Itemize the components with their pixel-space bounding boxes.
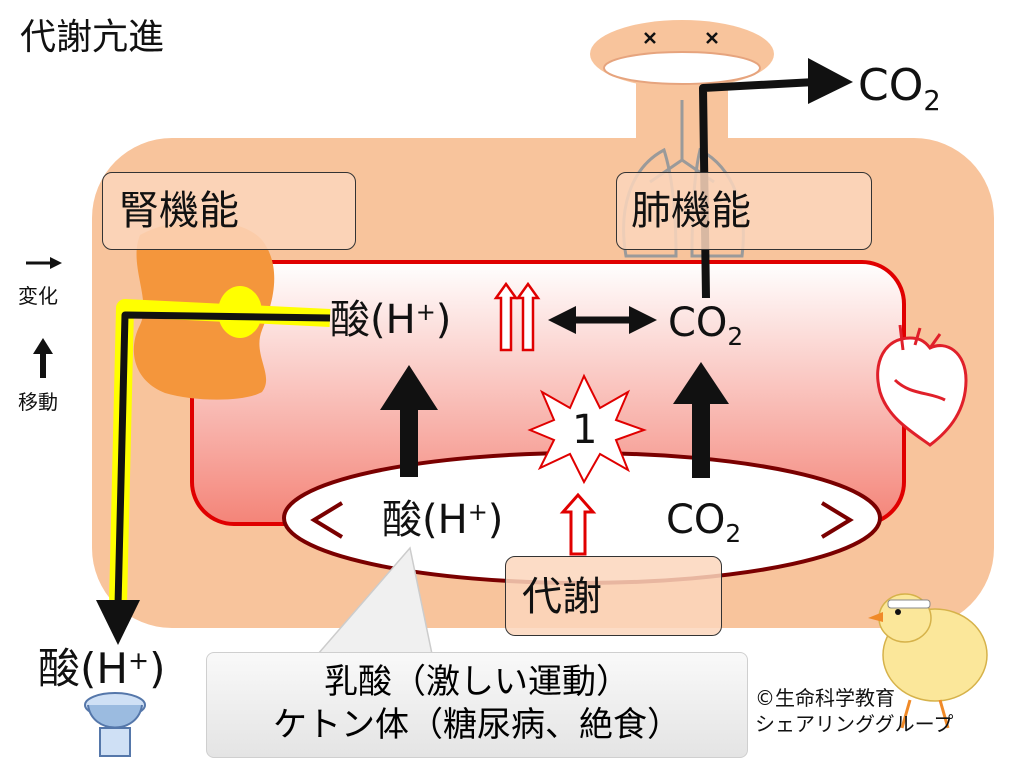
exhaled-co2-sub: 2: [923, 85, 941, 117]
blood-co2-label: CO2: [668, 300, 743, 349]
kidney-function-box: 腎機能: [102, 172, 356, 250]
legend-change-label: 変化: [18, 284, 58, 308]
legend-move-arrow-icon: [33, 338, 53, 378]
tissue-co2-label: CO2: [666, 497, 741, 546]
blood-acid-sup: +: [415, 297, 436, 326]
tissue-right-chevron-icon: [820, 501, 854, 539]
urine-acid-label: 酸(H+): [38, 648, 165, 690]
tissue-co2-base: CO: [666, 497, 726, 543]
exhaled-co2: CO2: [858, 64, 941, 115]
legend-move-label: 移動: [18, 390, 58, 414]
urine-acid-close: ): [149, 644, 166, 693]
face-x-marks: [644, 32, 718, 44]
increase-double-arrow-icon: [493, 281, 541, 352]
tissue-acid-close: ): [487, 497, 504, 543]
exhale-arrowhead: [808, 58, 853, 104]
urine-acid-sup: +: [127, 646, 150, 676]
copyright-line-2: シェアリンググループ: [755, 712, 954, 736]
blood-co2-base: CO: [668, 300, 728, 346]
tissue-acid-label: 酸(H+): [382, 500, 503, 540]
metabolism-up-arrow: [559, 492, 597, 556]
metabolism-label: 代謝: [522, 574, 602, 620]
urine-arrowhead: [96, 600, 140, 645]
lung-function-box: 肺機能: [616, 172, 872, 250]
toilet-icon: [84, 692, 146, 757]
tissue-co2-sub: 2: [725, 518, 742, 548]
tissue-acid-base: 酸(H: [382, 497, 468, 543]
copyright-line-1: ©生命科学教育: [755, 686, 895, 710]
urine-acid-base: 酸(H: [38, 644, 128, 693]
heart-icon: [876, 324, 968, 447]
acid-up-arrow: [380, 365, 438, 477]
tissue-left-chevron-icon: [310, 501, 344, 539]
metabolism-box: 代謝: [505, 556, 722, 636]
tissue-acid-sup: +: [467, 497, 488, 526]
blood-co2-sub: 2: [727, 321, 744, 351]
co2-up-arrow: [673, 362, 729, 478]
blood-acid-base: 酸(H: [330, 297, 416, 343]
exhaled-co2-base: CO: [858, 60, 924, 111]
burst-number: 1: [572, 407, 598, 453]
legend-change-arrow-icon: [26, 257, 62, 269]
metabolism-burst-icon: [527, 373, 647, 485]
callout-line-2: ケトン体（糖尿病、絶食）: [273, 704, 681, 745]
blood-acid-label: 酸(H+): [330, 300, 451, 340]
chick-mascot-icon: [868, 593, 988, 729]
page-title: 代謝亢進: [20, 17, 165, 58]
urine-path-arrow: [114, 311, 331, 607]
blood-acid-close: ): [435, 297, 452, 343]
kidney-function-label: 腎機能: [119, 188, 239, 234]
causes-callout: 乳酸（激しい運動） ケトン体（糖尿病、絶食）: [206, 652, 748, 758]
lung-function-label: 肺機能: [631, 188, 751, 234]
callout-line-1: 乳酸（激しい運動）: [324, 662, 630, 702]
